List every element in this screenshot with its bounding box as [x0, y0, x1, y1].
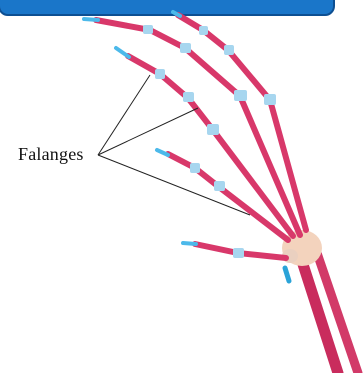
finger-middle	[116, 48, 293, 236]
thumb	[183, 243, 286, 258]
phalanges-label: Falanges	[18, 144, 84, 165]
forearm-bones	[300, 250, 358, 373]
